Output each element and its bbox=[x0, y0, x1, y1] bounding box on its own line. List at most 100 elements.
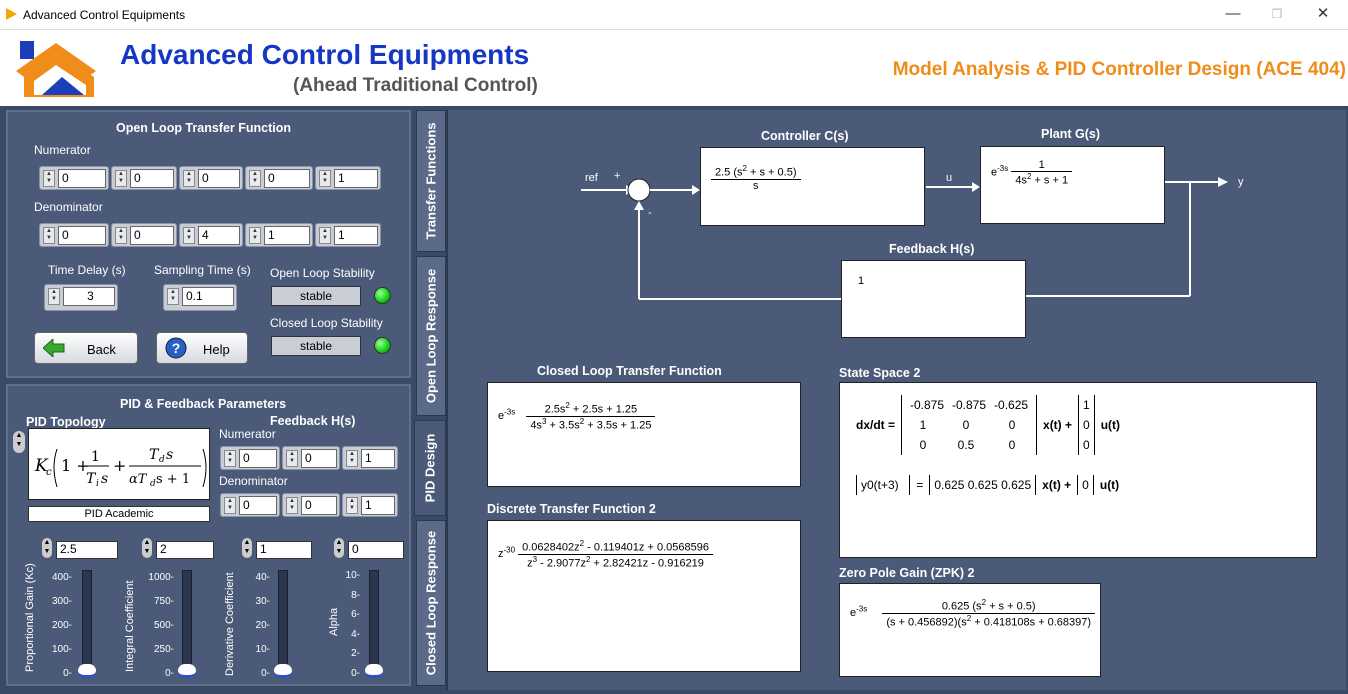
svg-text:1: 1 bbox=[91, 449, 100, 465]
ti-input[interactable]: 2 bbox=[156, 541, 214, 559]
spin-icon[interactable]: ▲▼ bbox=[249, 170, 261, 187]
num-coef-1[interactable]: ▲▼0 bbox=[111, 166, 177, 190]
ol-stability-label: Open Loop Stability bbox=[270, 266, 375, 280]
fb-num-1[interactable]: ▲▼0 bbox=[282, 446, 340, 470]
tab-closed-loop-response[interactable]: Closed Loop Response bbox=[416, 520, 446, 686]
spin-icon[interactable]: ▲▼ bbox=[224, 497, 236, 514]
fb-den-2[interactable]: ▲▼1 bbox=[342, 493, 398, 517]
num-coef-4[interactable]: ▲▼1 bbox=[315, 166, 381, 190]
num-coef-2[interactable]: ▲▼0 bbox=[179, 166, 243, 190]
den-coef-0[interactable]: ▲▼0 bbox=[39, 223, 109, 247]
tab-open-loop-response[interactable]: Open Loop Response bbox=[416, 256, 446, 416]
controller-box[interactable]: 2.5 (s2 + s + 0.5)s bbox=[700, 147, 925, 226]
spin-icon[interactable]: ▲▼ bbox=[183, 227, 195, 244]
spin-icon[interactable]: ▲▼ bbox=[43, 170, 55, 187]
svg-text:c: c bbox=[46, 467, 52, 478]
fb-numerator-label: Numerator bbox=[219, 427, 276, 441]
spin-icon[interactable]: ▲▼ bbox=[115, 227, 127, 244]
alpha-slider-thumb[interactable] bbox=[365, 664, 383, 678]
den-coef-3[interactable]: ▲▼1 bbox=[245, 223, 313, 247]
time-delay-input[interactable]: ▲▼3 bbox=[44, 284, 118, 311]
den-coef-4[interactable]: ▲▼1 bbox=[315, 223, 381, 247]
close-button[interactable]: ✕ bbox=[1316, 5, 1330, 22]
fb-num-2[interactable]: ▲▼1 bbox=[342, 446, 398, 470]
spin-icon[interactable]: ▲▼ bbox=[183, 170, 195, 187]
svg-text:αT: αT bbox=[129, 472, 148, 487]
num-coef-3[interactable]: ▲▼0 bbox=[245, 166, 313, 190]
controller-label: Controller C(s) bbox=[761, 129, 849, 143]
feedback-box[interactable]: 1 bbox=[841, 260, 1026, 338]
spin-icon[interactable]: ▲▼ bbox=[319, 170, 331, 187]
td-spin-icon[interactable]: ▲▼ bbox=[242, 538, 252, 558]
closed-loop-title: Closed Loop Transfer Function bbox=[537, 364, 722, 378]
kc-slider-thumb[interactable] bbox=[78, 664, 96, 678]
app-header: Advanced Control Equipments (Ahead Tradi… bbox=[0, 31, 1348, 105]
feedback-h-label: Feedback H(s) bbox=[270, 414, 356, 428]
kc-spin-icon[interactable]: ▲▼ bbox=[42, 538, 52, 558]
spin-icon[interactable]: ▲▼ bbox=[43, 227, 55, 244]
ol-stability-led bbox=[374, 287, 391, 304]
spin-icon[interactable]: ▲▼ bbox=[286, 497, 298, 514]
svg-text:s: s bbox=[166, 447, 173, 463]
spin-icon[interactable]: ▲▼ bbox=[319, 227, 331, 244]
tab-transfer-functions[interactable]: Transfer Functions bbox=[416, 110, 446, 252]
ti-label: Integral Coefficient bbox=[124, 580, 136, 672]
brand-subtitle: (Ahead Traditional Control) bbox=[293, 75, 538, 96]
time-delay-label: Time Delay (s) bbox=[48, 263, 126, 277]
spin-icon[interactable]: ▲▼ bbox=[249, 227, 261, 244]
fb-den-0[interactable]: ▲▼0 bbox=[220, 493, 280, 517]
fb-num-0[interactable]: ▲▼0 bbox=[220, 446, 280, 470]
alpha-input[interactable]: 0 bbox=[348, 541, 404, 559]
ti-slider[interactable] bbox=[182, 570, 192, 676]
help-label: Help bbox=[203, 342, 230, 357]
kc-slider[interactable] bbox=[82, 570, 92, 676]
pid-topology-select[interactable]: PID Academic bbox=[28, 506, 210, 522]
cl-stability-label: Closed Loop Stability bbox=[270, 316, 383, 330]
tab-pid-design[interactable]: PID Design bbox=[414, 420, 446, 516]
discrete-box: z-30 0.0628402z2 - 0.119401z + 0.0568596… bbox=[487, 520, 801, 672]
pid-panel: PID & Feedback Parameters PID Topology F… bbox=[6, 384, 411, 686]
den-coef-2[interactable]: ▲▼4 bbox=[179, 223, 243, 247]
app-title: Model Analysis & PID Controller Design (… bbox=[892, 59, 1346, 80]
spin-icon[interactable]: ▲▼ bbox=[48, 288, 60, 305]
td-slider-thumb[interactable] bbox=[274, 664, 292, 678]
spin-icon[interactable]: ▲▼ bbox=[346, 497, 358, 514]
minimize-button[interactable]: — bbox=[1225, 5, 1241, 22]
ti-slider-thumb[interactable] bbox=[178, 664, 196, 678]
num-coef-0[interactable]: ▲▼0 bbox=[39, 166, 109, 190]
den-coef-1[interactable]: ▲▼0 bbox=[111, 223, 177, 247]
kc-ticks: 400-300-200-100-0- bbox=[51, 572, 72, 679]
help-button[interactable]: ? Help bbox=[156, 332, 248, 364]
spin-icon[interactable]: ▲▼ bbox=[346, 450, 358, 467]
svg-text:d: d bbox=[159, 455, 165, 465]
td-slider[interactable] bbox=[278, 570, 288, 676]
svg-text:i: i bbox=[96, 479, 99, 489]
restore-button[interactable]: ❐ bbox=[1271, 7, 1283, 21]
pid-topology-label: PID Topology bbox=[26, 415, 106, 429]
back-button[interactable]: Back bbox=[34, 332, 138, 364]
ti-spin-icon[interactable]: ▲▼ bbox=[142, 538, 152, 558]
spin-icon[interactable]: ▲▼ bbox=[286, 450, 298, 467]
ol-stability-value: stable bbox=[271, 286, 361, 306]
sampling-time-input[interactable]: ▲▼0.1 bbox=[163, 284, 237, 311]
cl-stability-value: stable bbox=[271, 336, 361, 356]
topology-spin-icon[interactable]: ▲▼ bbox=[13, 431, 25, 453]
td-ticks: 40-30-20-10-0- bbox=[255, 572, 270, 679]
house-logo-icon bbox=[16, 41, 96, 97]
open-loop-panel: Open Loop Transfer Function Numerator ▲▼… bbox=[6, 110, 411, 378]
td-input[interactable]: 1 bbox=[256, 541, 312, 559]
alpha-spin-icon[interactable]: ▲▼ bbox=[334, 538, 344, 558]
td-label: Derivative Coefficient bbox=[224, 572, 236, 676]
spin-icon[interactable]: ▲▼ bbox=[224, 450, 236, 467]
ref-label: ref bbox=[585, 172, 598, 184]
svg-text:+: + bbox=[113, 456, 126, 475]
kc-input[interactable]: 2.5 bbox=[56, 541, 118, 559]
fb-denominator-label: Denominator bbox=[219, 474, 288, 488]
alpha-slider[interactable] bbox=[369, 570, 379, 676]
spin-icon[interactable]: ▲▼ bbox=[115, 170, 127, 187]
spin-icon[interactable]: ▲▼ bbox=[167, 288, 179, 305]
fb-den-1[interactable]: ▲▼0 bbox=[282, 493, 340, 517]
plant-label: Plant G(s) bbox=[1041, 127, 1101, 141]
